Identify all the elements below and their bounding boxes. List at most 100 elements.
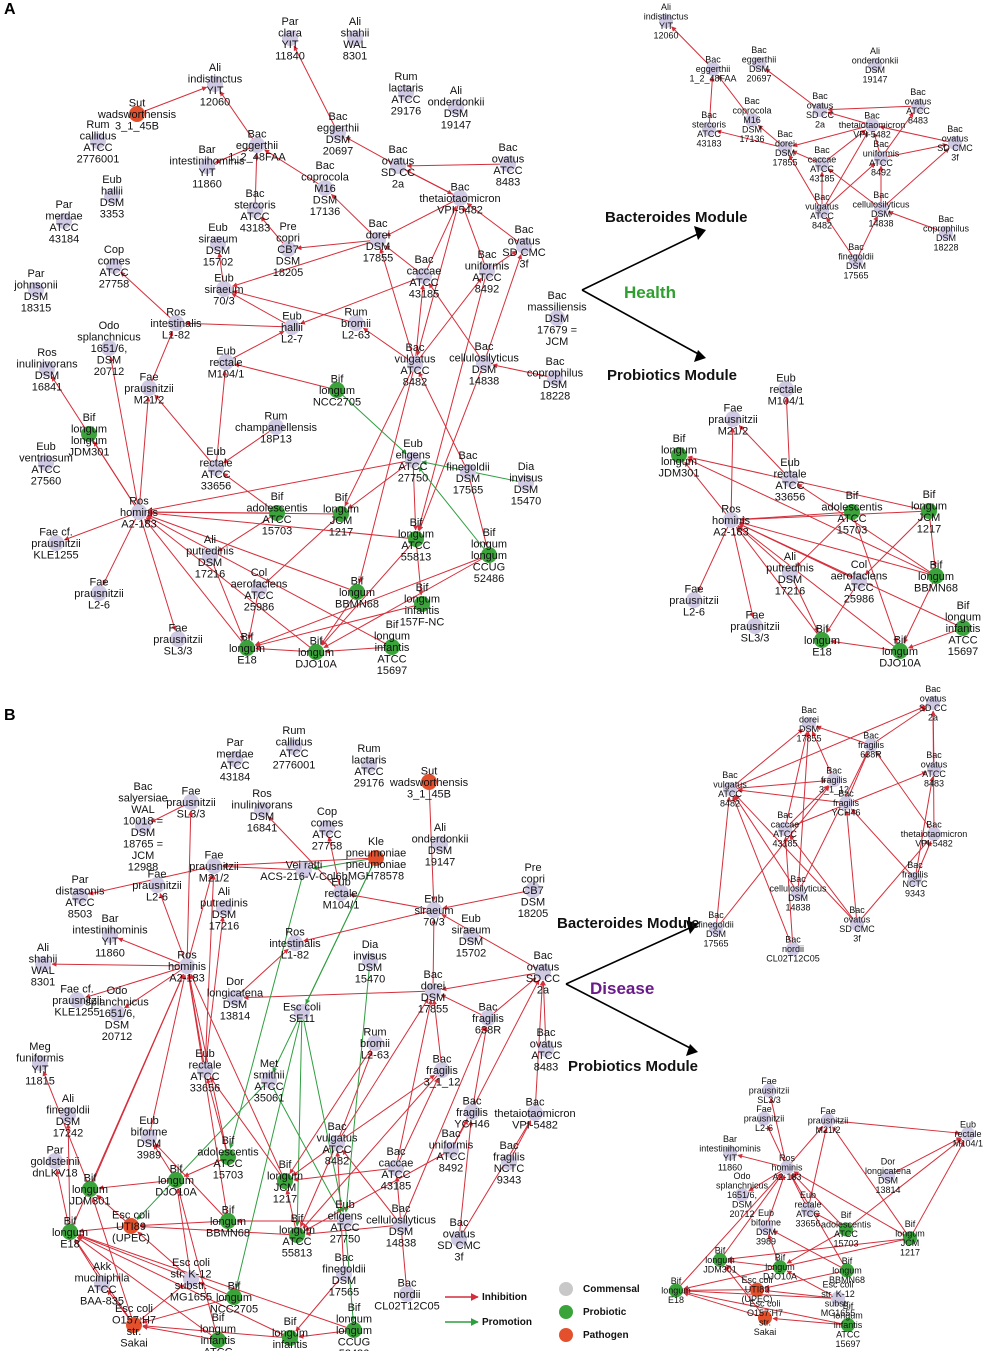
node-dot-pathogen <box>123 1218 139 1234</box>
inhibition-edge-b_bact-bac_frag638-bac_dorei <box>816 725 872 746</box>
node-dot-commensal <box>94 1275 110 1291</box>
node-dot-commensal <box>881 1168 895 1183</box>
inhibition-edge-a_main-eub_hall-eub_sir70 <box>231 292 293 328</box>
node-dot-commensal <box>547 370 563 386</box>
node-dot-probiotic <box>903 1231 917 1246</box>
node-dot-commensal <box>296 862 312 878</box>
inhibition-edge-b_main-esc_k12-bif_djo <box>175 1188 192 1280</box>
inhibition-edge-b_main-bac_frag3412-bif_atcc55813 <box>302 1069 443 1229</box>
inhibition-edge-a_main-eub_elig-ros_hom <box>147 459 414 512</box>
inhibition-edge-b_main-bac_cell-bac_vulg <box>342 1149 402 1226</box>
promotion-edge-b_main-kle-vei <box>312 857 377 871</box>
inhibition-edge-a_bact-bac_unif-bac_ov8483 <box>880 112 914 159</box>
node-dot-commensal <box>686 592 702 608</box>
inhibition-edge-a_main-bac_unif-bif_atcc55813 <box>417 270 488 531</box>
inhibition-edge-b_prob-esc_o157-bif_e18 <box>683 1291 766 1319</box>
inhibition-edge-b_main-bif_e18-par_gold <box>55 1169 71 1233</box>
node-dot-commensal <box>839 796 853 810</box>
inhibition-edge-a_main-eub_elig-bif_atcc55813 <box>412 459 418 531</box>
node-dot-commensal <box>183 1271 199 1287</box>
inhibition-edge-a_main-bac_ovcmc-bac_theta <box>466 202 525 247</box>
node-dot-commensal <box>549 310 565 326</box>
inhibition-edge-b_main-bac_cell-bac_frag638 <box>400 1025 486 1226</box>
commensal-legend-label: Commensal <box>583 1284 640 1295</box>
node-dot-probiotic <box>671 447 687 463</box>
node-dot-commensal <box>197 1062 213 1078</box>
inhibition-edge-b_main-eub_sir70-ros_int <box>303 909 435 943</box>
node-dot-probiotic <box>892 643 908 659</box>
inhibition-edge-b_bact-bac_frag_ych-bac_frag638 <box>845 751 869 804</box>
node-dot-commensal <box>516 238 532 254</box>
inhibition-edge-a_main-bif_bbmn-bif_djo <box>320 591 358 645</box>
inhibition-edge-a_bact-bac_egg-ali_ind <box>671 26 714 70</box>
inhibition-edge-a_prob-bif_jcm-bif_bbmn <box>928 510 938 568</box>
inhibition-edge-a_bact-bac_dorei-bac_sterc <box>716 129 786 149</box>
inhibition-edge-b_main-ros_hom-fae_l26 <box>159 892 188 967</box>
node-dot-commensal <box>874 151 888 165</box>
inhibition-edge-a_prob-ros_hom-fae_m21 <box>730 427 736 521</box>
node-dot-commensal <box>141 380 157 396</box>
node-dot-commensal <box>317 180 333 196</box>
node-dot-commensal <box>778 381 794 397</box>
node-dot-commensal <box>815 157 829 171</box>
inhibition-edge-a_main-fae_m21-ros_int <box>148 330 174 389</box>
inhibition-edge-b_main-ros_hom-fae_sl33 <box>186 810 194 967</box>
inhibition-edge-b_main-bif_jcm-ros_hom <box>190 973 286 1182</box>
inhibition-edge-a_main-bif_jcm-ros_hom <box>147 509 342 515</box>
node-dot-commensal <box>527 1105 543 1121</box>
probiotic-legend-label: Probiotic <box>583 1307 627 1318</box>
inhibition-edge-b_main-esc_k12-bif_e18 <box>77 1234 192 1280</box>
inhibition-edge-a_bact-bac_vulg-bac_theta <box>821 131 869 212</box>
promotion-edge-b_main-kle-esc_se11 <box>305 857 377 1005</box>
inhibition-edge-a_bact-bac_sterc-bac_egg <box>708 76 715 130</box>
inhibition-edge-a_main-bac_ovsd-bac_egg_dsm <box>345 136 399 167</box>
inhibition-edge-b_bact-bac_fineg-bac_frag3412 <box>715 785 830 930</box>
node-dot-commensal <box>390 158 406 174</box>
inhibition-edge-b_prob-ros_hom-fae_l26 <box>766 1125 788 1168</box>
